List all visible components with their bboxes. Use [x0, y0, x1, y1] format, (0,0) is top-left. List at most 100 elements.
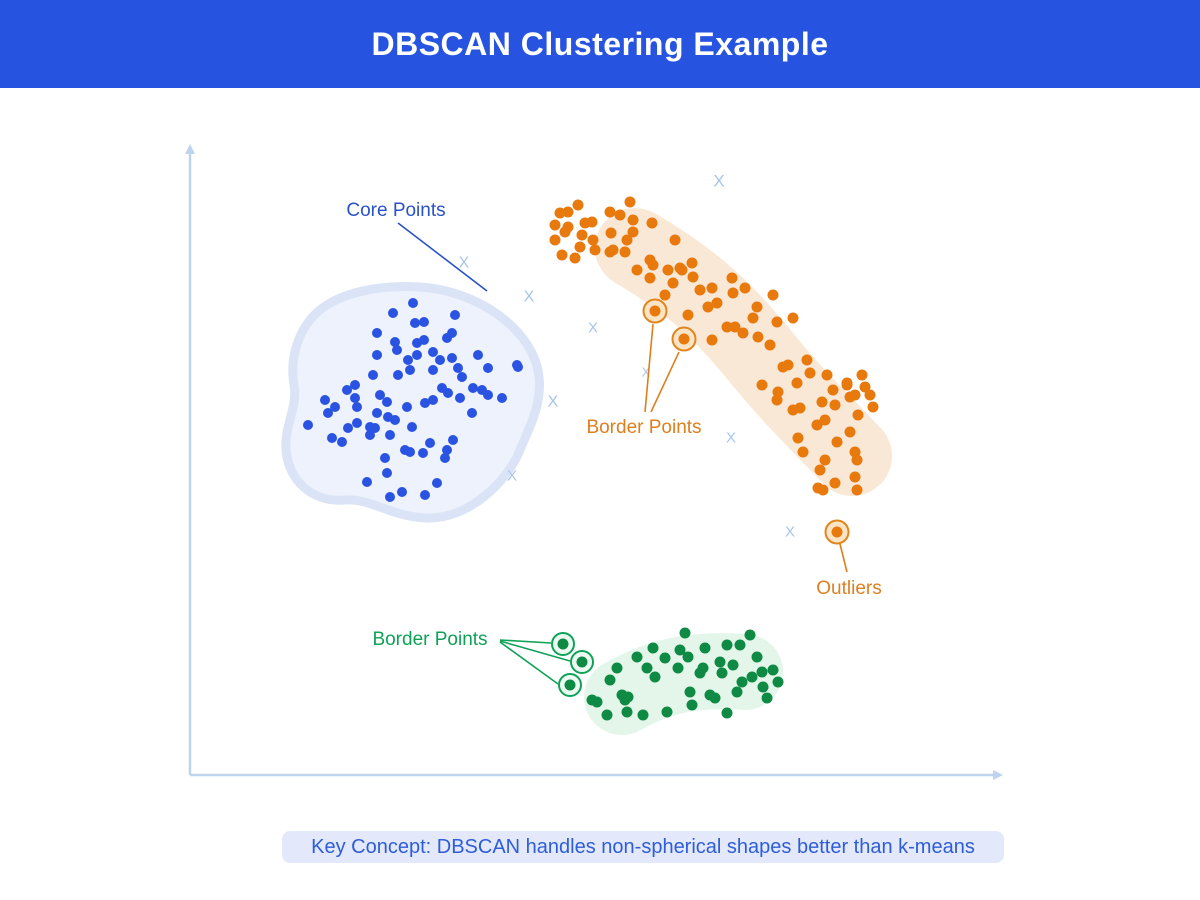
core-point-dot	[330, 402, 340, 412]
orange-cluster-dot	[727, 287, 739, 299]
orange-cluster-dot	[556, 249, 568, 261]
core-point-dot	[390, 415, 400, 425]
noise-x-mark: X	[459, 255, 470, 272]
core-point-dot	[405, 365, 415, 375]
orange-cluster-dot	[549, 219, 561, 231]
orange-cluster-dot	[797, 446, 809, 458]
orange-cluster-dot	[631, 264, 643, 276]
core-point-dot	[380, 453, 390, 463]
green-cluster-dot	[661, 706, 673, 718]
orange-cluster-dot	[607, 244, 619, 256]
green-cluster-dot	[751, 651, 763, 663]
noise-x-mark: X	[642, 365, 651, 380]
core-point-dot	[420, 398, 430, 408]
green-cluster-dot	[631, 651, 643, 663]
green-cluster-dot	[716, 667, 728, 679]
core-point-dot	[352, 402, 362, 412]
green-border-points-label: Border Points	[372, 629, 487, 650]
orange-cluster-dot	[687, 271, 699, 283]
green-cluster-dot	[684, 686, 696, 698]
diagonal-cluster-region	[595, 208, 892, 496]
core-point-dot	[448, 435, 458, 445]
core-point-dot	[497, 393, 507, 403]
orange-cluster-dot	[627, 226, 639, 238]
orange-cluster-dot	[676, 264, 688, 276]
orange-cluster-dot	[586, 216, 598, 228]
orange-cluster-dot	[767, 289, 779, 301]
orange-cluster-dot	[811, 419, 823, 431]
noise-x-mark: X	[548, 394, 559, 411]
core-point-dot	[303, 420, 313, 430]
core-point-dot	[410, 318, 420, 328]
core-point-dot	[382, 397, 392, 407]
core-point-dot	[467, 408, 477, 418]
noise-x-mark: X	[524, 289, 535, 306]
core-point-dot	[418, 448, 428, 458]
core-point-dot	[327, 433, 337, 443]
orange-cluster-dot	[624, 196, 636, 208]
green-border-points-leader-line	[499, 639, 552, 644]
orange-cluster-dot	[829, 399, 841, 411]
core-point-dot	[350, 393, 360, 403]
orange-cluster-dot	[682, 309, 694, 321]
core-point-dot	[443, 388, 453, 398]
orange-cluster-dot	[864, 389, 876, 401]
green-border-point	[564, 679, 576, 691]
orange-cluster-dot	[817, 484, 829, 496]
green-border-point	[557, 638, 569, 650]
green-cluster-dot	[686, 699, 698, 711]
core-point-dot	[457, 372, 467, 382]
orange-cluster-dot	[589, 244, 601, 256]
noise-x-mark: X	[507, 468, 517, 485]
green-cluster-dot	[682, 651, 694, 663]
orange-cluster-dot	[764, 339, 776, 351]
orange-cluster-dot	[702, 301, 714, 313]
green-cluster-dot	[761, 692, 773, 704]
core-point-dot	[372, 328, 382, 338]
outliers-label: Outliers	[816, 578, 881, 599]
green-cluster-dot	[604, 674, 616, 686]
green-cluster-dot	[757, 681, 769, 693]
orange-cluster-dot	[619, 246, 631, 258]
orange-cluster-dot	[829, 477, 841, 489]
core-point-dot	[425, 438, 435, 448]
core-point-dot	[483, 390, 493, 400]
orange-cluster-dot	[721, 321, 733, 333]
core-point-dot	[337, 437, 347, 447]
green-cluster-dot	[619, 694, 631, 706]
green-cluster-dot	[709, 692, 721, 704]
orange-cluster-dot	[831, 436, 843, 448]
green-cluster-dot	[727, 659, 739, 671]
border-points-leader-line	[650, 351, 680, 413]
core-point-dot	[402, 402, 412, 412]
key-concept-text: Key Concept: DBSCAN handles non-spherica…	[311, 836, 975, 858]
green-cluster-dot	[744, 629, 756, 641]
orange-cluster-dot	[851, 484, 863, 496]
orange-cluster-dot	[667, 277, 679, 289]
core-point-dot	[343, 423, 353, 433]
border-points-leader-line	[644, 323, 654, 413]
orange-cluster-dot	[614, 209, 626, 221]
core-point-dot	[408, 298, 418, 308]
orange-cluster-dot	[801, 354, 813, 366]
orange-cluster-dot	[819, 414, 831, 426]
core-point-dot	[403, 355, 413, 365]
orange-cluster-dot	[787, 312, 799, 324]
orange-cluster-dot	[804, 367, 816, 379]
core-point-dot	[432, 478, 442, 488]
orange-cluster-dot	[669, 234, 681, 246]
green-cluster-dot	[649, 671, 661, 683]
orange-cluster-dot	[621, 234, 633, 246]
orange-cluster-dot	[706, 334, 718, 346]
header-bar: DBSCAN Clustering Example	[0, 0, 1200, 88]
orange-cluster-dot	[752, 331, 764, 343]
orange-cluster-dot	[867, 401, 879, 413]
orange-cluster-dot	[562, 206, 574, 218]
key-concept-note: Key Concept: DBSCAN handles non-spherica…	[282, 831, 1004, 863]
core-points-leader-line	[397, 222, 488, 292]
core-point-dot	[375, 390, 385, 400]
core-points-label: Core Points	[346, 200, 445, 221]
orange-cluster-dot	[587, 234, 599, 246]
